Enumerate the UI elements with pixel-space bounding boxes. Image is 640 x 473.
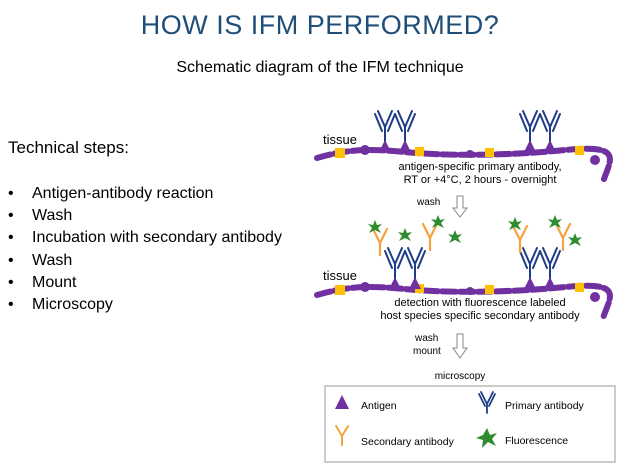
- list-item: • Antigen-antibody reaction: [8, 183, 282, 205]
- ifm-schematic-diagram: tissue antigen-specific primary antibody…: [314, 110, 616, 463]
- tissue-cell: [485, 285, 494, 294]
- legend-antigen-label: Antigen: [361, 400, 397, 412]
- tissue-cell: [335, 148, 345, 158]
- secondary-antibody-icon: [421, 222, 439, 252]
- tissue-cell: [466, 150, 474, 158]
- step-label: Wash: [32, 207, 73, 225]
- tissue-cell: [590, 155, 600, 165]
- fluorescence-icon: [431, 215, 445, 228]
- tissue-cell: [360, 282, 370, 292]
- tissue-cell: [466, 287, 474, 295]
- page-subtitle: Schematic diagram of the IFM technique: [176, 59, 464, 76]
- tissue-label: tissue: [323, 268, 357, 283]
- legend-primary-label: Primary antibody: [505, 400, 585, 412]
- primary-antibody-icon: [374, 110, 396, 142]
- step-label: Microscopy: [32, 295, 113, 313]
- tissue-cell: [575, 283, 584, 292]
- bullet-icon: •: [8, 185, 14, 202]
- step-label: Incubation with secondary antibody: [32, 229, 282, 247]
- list-item: • Microscopy: [8, 294, 282, 316]
- primary-antibody-icon: [478, 391, 496, 414]
- list-item: • Incubation with secondary antibody: [8, 227, 282, 249]
- primary-antibody-icon: [404, 247, 426, 279]
- fluorescence-icon: [476, 428, 497, 448]
- bullet-icon: •: [8, 251, 14, 269]
- primary-antibody-icon: [519, 247, 541, 279]
- secondary-antibody-icon: [554, 222, 572, 252]
- bullet-icon: •: [8, 207, 14, 225]
- steps-list: • Antigen-antibody reaction • Wash • Incuba…: [8, 183, 282, 316]
- legend-secondary-label: Secondary antibody: [361, 436, 455, 448]
- list-item: • Wash: [8, 205, 282, 227]
- microscopy-label: microscopy: [435, 371, 486, 382]
- step-label: Antigen-antibody reaction: [32, 185, 214, 202]
- wash-label: wash: [414, 333, 438, 344]
- caption-primary-line-1: antigen-specific primary antibody,: [398, 161, 561, 173]
- secondary-antibody-icon: [511, 224, 529, 254]
- legend-box: [324, 385, 616, 463]
- list-item: • Wash: [8, 250, 282, 272]
- primary-antibody-icon: [539, 110, 561, 142]
- caption-secondary-line-2: host species specific secondary antibody: [380, 310, 580, 322]
- step-label: Mount: [32, 273, 77, 291]
- primary-antibody-icon: [384, 247, 406, 279]
- tissue-cell: [590, 292, 600, 302]
- tissue-cell: [335, 285, 345, 295]
- fluorescence-icon: [548, 215, 562, 228]
- page-title: HOW IS IFM PERFORMED?: [140, 10, 500, 40]
- secondary-antibody-icon: [335, 425, 349, 446]
- primary-antibody-icon: [394, 110, 416, 142]
- tissue-label: tissue: [323, 132, 357, 147]
- tissue-cell: [575, 146, 584, 155]
- step-label: Wash: [32, 251, 73, 269]
- legend-fluorescence-label: Fluorescence: [505, 435, 568, 447]
- wash-label: wash: [416, 197, 440, 208]
- caption-secondary-line-1: detection with fluorescence labeled: [394, 297, 565, 309]
- fluorescence-icon: [448, 230, 462, 243]
- list-item: • Mount: [8, 272, 282, 294]
- caption-primary-line-2: RT or +4°C, 2 hours - overnight: [404, 174, 557, 186]
- bullet-icon: •: [8, 273, 14, 291]
- steps-heading: Technical steps:: [8, 138, 129, 157]
- fluorescence-icon: [568, 233, 582, 246]
- primary-antibody-icon: [539, 247, 561, 279]
- primary-antibody-icon: [519, 110, 541, 142]
- panel-primary-antibody: tissue antigen-specific primary antibody…: [314, 110, 613, 186]
- down-arrow-icon: [451, 195, 469, 218]
- fluorescence-icon: [398, 228, 412, 241]
- bullet-icon: •: [8, 229, 14, 247]
- legend: Antigen Primary antibody Secondary antib…: [324, 385, 616, 463]
- bullet-icon: •: [8, 295, 14, 313]
- down-arrow-icon: [452, 333, 468, 359]
- tissue-cell: [485, 148, 494, 157]
- mount-label: mount: [413, 346, 441, 357]
- tissue-cell: [360, 145, 370, 155]
- panel-secondary-antibody: tissue detection with fluorescence label…: [314, 215, 613, 322]
- tissue-cell: [415, 147, 424, 156]
- antigen-icon: [335, 395, 349, 409]
